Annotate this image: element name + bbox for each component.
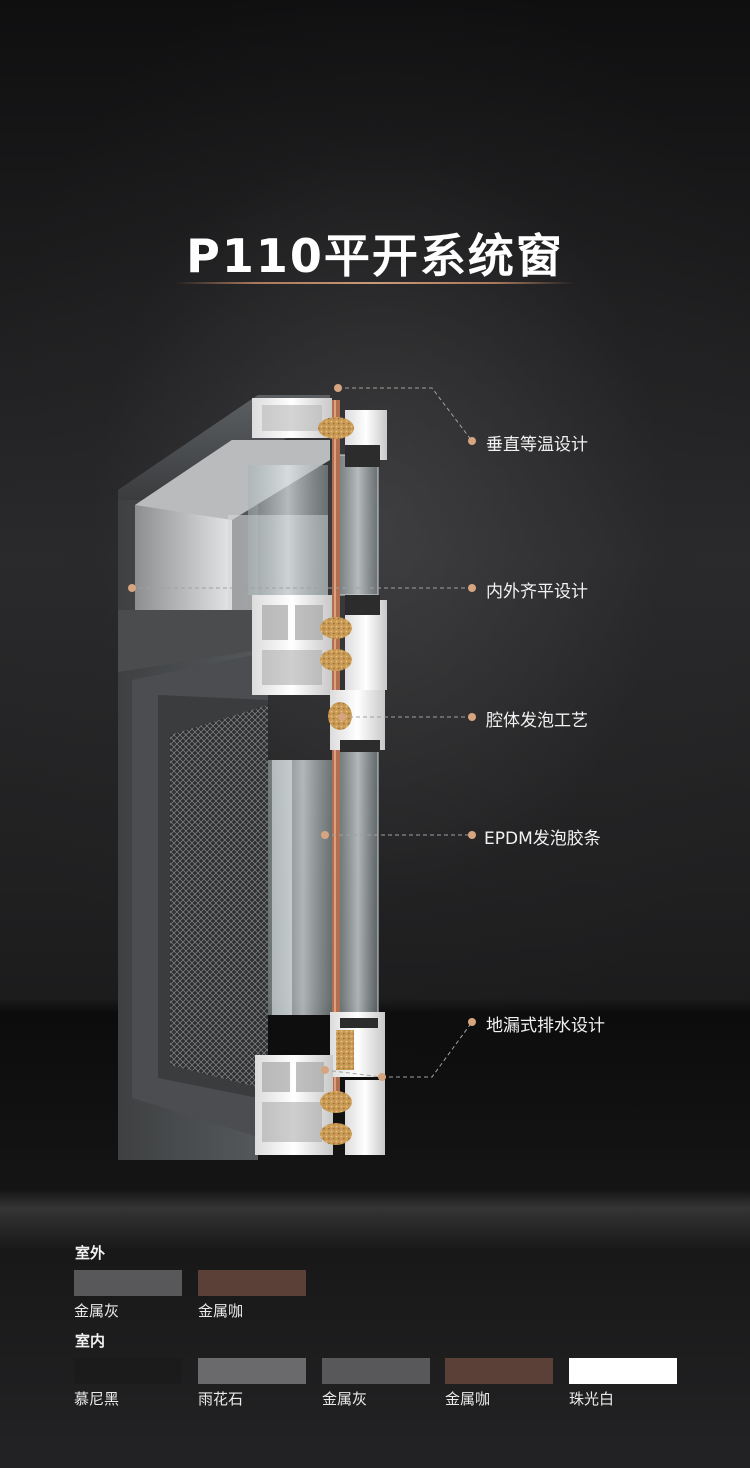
callout-floor-drain: 地漏式排水设计 (486, 1016, 605, 1036)
swatch-interior-rain-stone[interactable] (198, 1358, 306, 1384)
title-underline (175, 282, 575, 284)
swatch-exterior-metal-gray[interactable] (74, 1270, 182, 1296)
swatch-label: 金属咖 (198, 1302, 244, 1320)
swatch-interior-munich-black[interactable] (74, 1358, 182, 1384)
swatch-label: 慕尼黑 (74, 1390, 120, 1408)
callout-flush-design: 内外齐平设计 (486, 582, 588, 602)
floor-reflection (0, 1190, 750, 1250)
callout-vertical-isotherm: 垂直等温设计 (486, 435, 588, 455)
swatch-label: 金属咖 (445, 1390, 491, 1408)
swatch-exterior-metal-coffee[interactable] (198, 1270, 306, 1296)
swatch-label: 珠光白 (569, 1390, 615, 1408)
callout-epdm-strip: EPDM发泡胶条 (484, 829, 601, 849)
page-title: P110平开系统窗 (186, 229, 564, 283)
swatch-label: 金属灰 (322, 1390, 368, 1408)
swatch-interior-pearl-white[interactable] (569, 1358, 677, 1384)
swatch-interior-metal-coffee[interactable] (445, 1358, 553, 1384)
swatch-label: 金属灰 (74, 1302, 120, 1320)
callout-cavity-foam: 腔体发泡工艺 (486, 711, 588, 731)
swatch-interior-metal-gray[interactable] (322, 1358, 430, 1384)
swatch-label: 雨花石 (198, 1390, 244, 1408)
exterior-colors-heading: 室外 (75, 1244, 106, 1262)
interior-colors-heading: 室内 (75, 1332, 106, 1350)
